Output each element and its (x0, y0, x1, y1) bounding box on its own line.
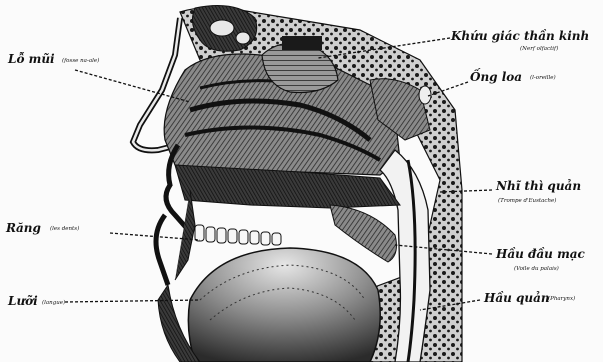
label-soft-palate: Hầu đầu mạc (Voile du palais) (495, 246, 586, 272)
label-ear-canal-name: Ống loa (470, 67, 522, 84)
upper-teeth (195, 225, 281, 245)
label-ear-canal: Ống loa (l-oreille) (470, 67, 556, 84)
label-pharynx: Hầu quản (Pharynx) (483, 290, 575, 305)
label-eustachian-sub: (Trompe d'Eustache) (498, 197, 556, 204)
label-teeth: Răng (les dents) (5, 221, 79, 235)
label-soft-palate-sub: (Voile du palais) (514, 265, 559, 272)
tongue (188, 248, 380, 362)
label-olfactory-name: Khứu giác thần kinh (450, 28, 589, 43)
label-teeth-name: Răng (5, 221, 41, 235)
leader-tongue (65, 300, 200, 302)
leader-nostril (75, 70, 190, 102)
label-olfactory-sub: (Nerf olfactif) (520, 45, 558, 52)
label-tongue-sub: (langue) (42, 299, 65, 306)
label-olfactory: Khứu giác thần kinh (Nerf olfactif) (450, 28, 589, 52)
soft-palate (330, 205, 396, 262)
label-pharynx-sub: (Pharynx) (548, 295, 575, 302)
label-ear-canal-sub: (l-oreille) (530, 74, 556, 81)
label-tongue: Lưỡi (langue) (7, 294, 65, 308)
label-nostril-name: Lỗ mũi (7, 51, 55, 66)
label-tongue-name: Lưỡi (7, 294, 38, 308)
label-eustachian-name: Nhĩ thì quản (495, 178, 581, 193)
label-nostril: Lỗ mũi (fosse na-ale) (7, 51, 99, 66)
label-eustachian: Nhĩ thì quản (Trompe d'Eustache) (495, 178, 581, 204)
label-teeth-sub: (les dents) (50, 225, 79, 232)
label-pharynx-name: Hầu quản (483, 290, 550, 305)
label-nostril-sub: (fosse na-ale) (62, 57, 99, 64)
label-soft-palate-name: Hầu đầu mạc (495, 246, 586, 261)
